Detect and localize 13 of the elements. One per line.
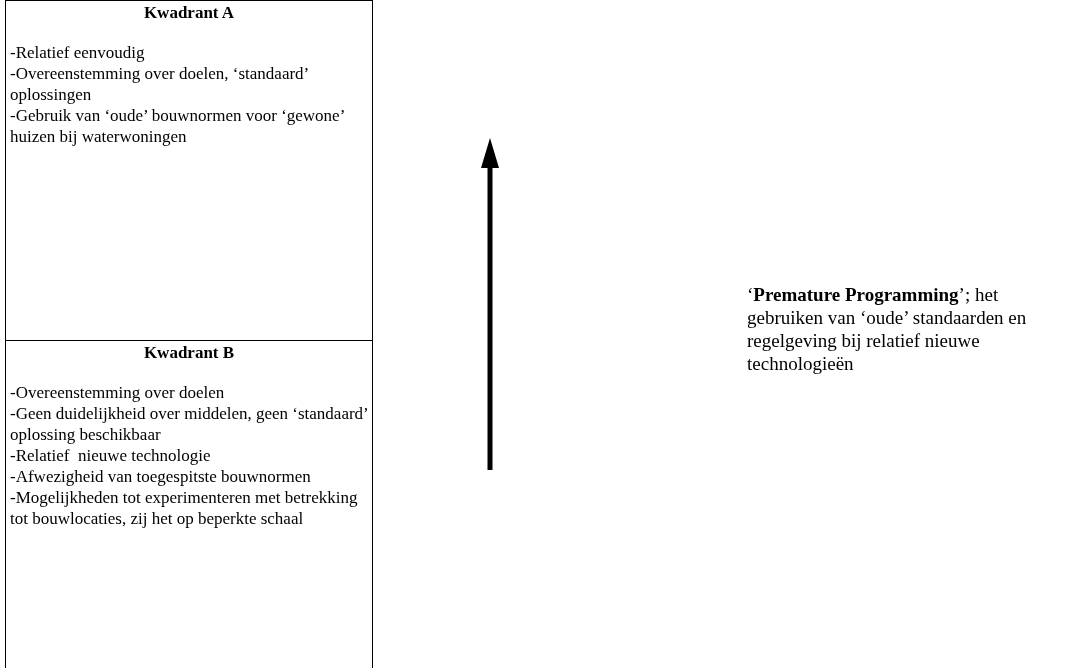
box-heading: Kwadrant B <box>142 343 236 363</box>
text-box <box>5 340 373 668</box>
box-heading: Kwadrant A <box>142 3 236 23</box>
annotation-text: ‘Premature Programming’; het gebruiken van ‘oude’ standaarden en regelgeving bij relatief nieuwe technologieën <box>747 283 1028 375</box>
bullet-text: -Overeenstemming over doelen, ‘standaard’ oplossingen <box>10 63 309 105</box>
bullet-text: -Relatief nieuwe technologie <box>10 445 212 466</box>
bullet-text: -Geen duidelijkheid over middelen, geen ‘standaard’ oplossing beschikbaar <box>10 403 368 445</box>
bullet-text: -Mogelijkheden tot experimenteren met betrekking tot bouwlocaties, zij het op beperkte schaal <box>10 487 359 529</box>
bullet-text: -Afwezigheid van toegespitste bouwnormen <box>10 466 312 487</box>
bullet-text: -Relatief eenvoudig <box>10 42 146 63</box>
bullet-text: -Overeenstemming over doelen <box>10 382 226 403</box>
bullet-text: -Gebruik van ‘oude’ bouwnormen voor ‘gewone’ huizen bij waterwoningen <box>10 105 346 147</box>
text-box <box>5 0 373 341</box>
